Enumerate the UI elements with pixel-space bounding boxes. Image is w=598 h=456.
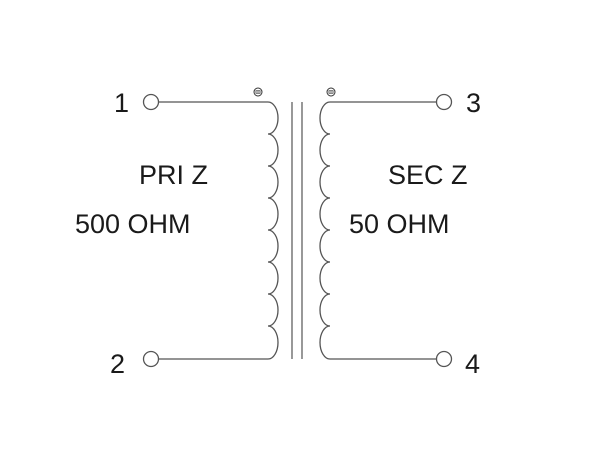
primary-impedance: 500 OHM: [75, 209, 191, 239]
pin-3-label: 3: [466, 88, 481, 118]
pin-4-label: 4: [465, 349, 480, 379]
secondary-winding: [319, 101, 331, 360]
primary-polarity-dot-icon: [253, 87, 263, 97]
terminal-3: [435, 93, 453, 111]
primary-winding: [267, 101, 279, 360]
terminal-2: [142, 350, 160, 368]
secondary-label: SEC Z: [388, 160, 468, 190]
terminal-4: [435, 350, 453, 368]
secondary-impedance: 50 OHM: [349, 209, 450, 239]
secondary-polarity-dot-icon: [326, 87, 336, 97]
pin-1-label: 1: [114, 88, 129, 118]
primary-label: PRI Z: [139, 160, 208, 190]
terminal-1: [142, 93, 160, 111]
pin-2-label: 2: [110, 349, 125, 379]
